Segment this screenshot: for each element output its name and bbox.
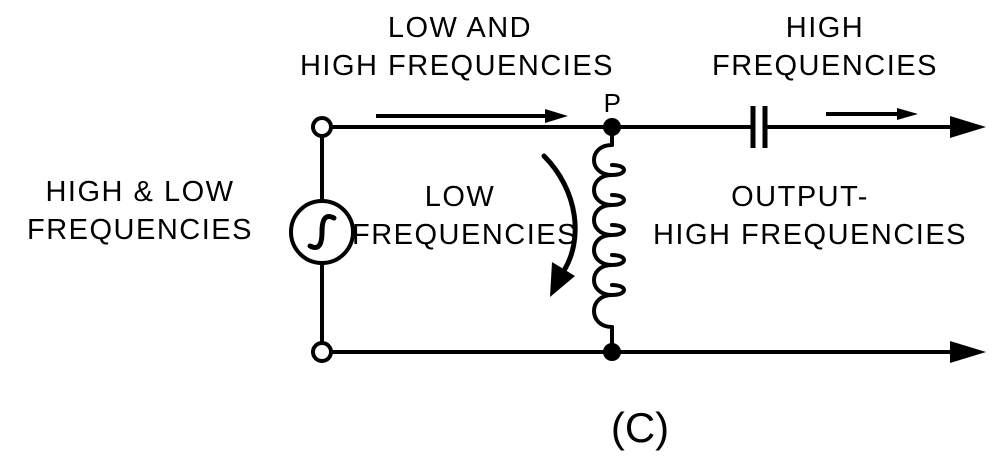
label-input-line1: HIGH & LOW [45,176,235,208]
curved-arrow-icon [541,153,578,275]
label-node-p: P [603,88,623,118]
flow-arrow-left-head-icon [545,109,568,123]
label-high-freq-line2: FREQUENCIES [712,50,938,82]
output-arrow-bottom-icon [950,341,986,363]
label-high-freq-line1: HIGH [785,12,865,44]
label-output-line1: OUTPUT- [731,181,869,213]
flow-arrow-right-head-icon [897,108,918,120]
label-input-line2: FREQUENCIES [27,214,253,246]
output-arrow-top-icon [950,116,986,138]
label-output-line2: HIGH FREQUENCIES [652,219,968,251]
label-low-high-line1: LOW AND [387,12,533,44]
label-low-high-line2: HIGH FREQUENCIES [299,50,615,82]
label-low-freq-line1: LOW [424,181,496,213]
junction-node-bottom [603,343,621,361]
label-low-freq-line2: FREQUENCIES [352,219,578,251]
terminal-bottom [311,341,333,363]
ac-source-icon [289,199,355,265]
curved-arrow-head-icon [550,262,575,297]
junction-node-p [603,118,621,136]
terminal-top [311,116,333,138]
inductor-coil-icon [592,143,626,329]
figure-caption: (C) [610,404,670,451]
capacitor-icon [750,106,768,148]
